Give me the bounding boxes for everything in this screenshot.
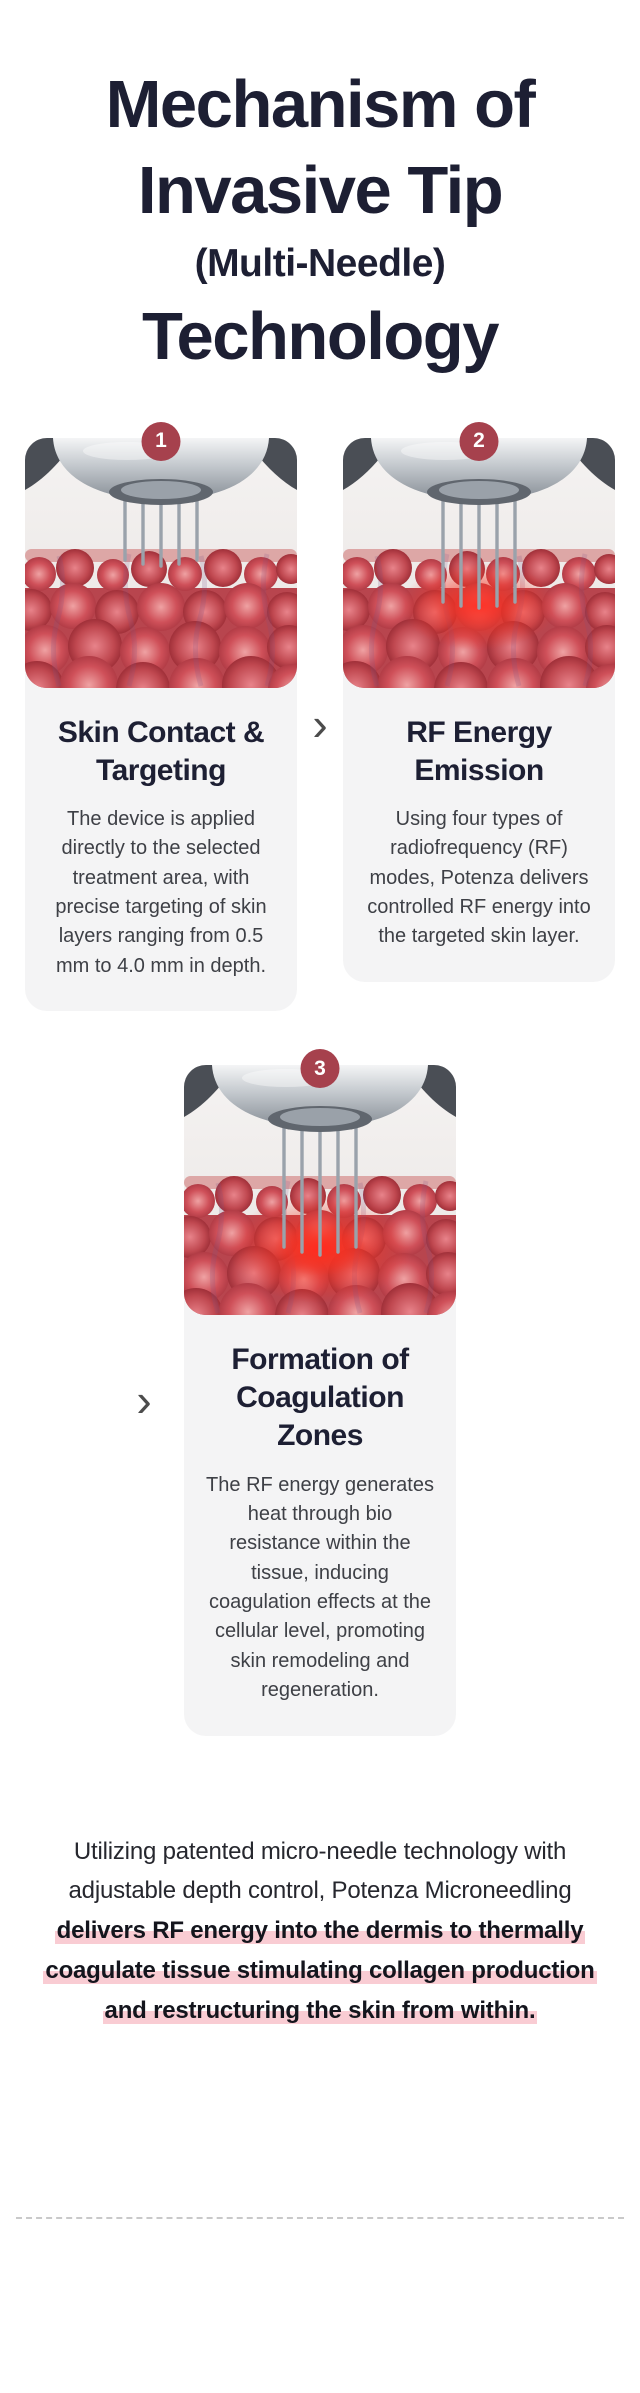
summary-paragraph: Utilizing patented micro-needle technolo… xyxy=(31,1832,609,2031)
step-card-2: 2 xyxy=(343,421,615,982)
title-line-1: Mechanism of xyxy=(105,67,536,142)
rf-energy-emission-illustration xyxy=(343,437,615,688)
step-2-number-badge: 2 xyxy=(459,421,499,461)
step-3-title: Formation of Coagulation Zones xyxy=(231,1343,409,1453)
step-2-illustration xyxy=(343,437,615,688)
title-line-3: (Multi-Needle) xyxy=(194,241,446,285)
title-line-4: Technology xyxy=(142,298,500,374)
coagulation-zones-illustration xyxy=(184,1065,456,1316)
title-line-2: Invasive Tip xyxy=(137,152,504,228)
dashed-section-divider xyxy=(16,2216,624,2219)
step-3-number-badge: 3 xyxy=(300,1049,340,1089)
step-card-3: 3 xyxy=(184,1049,456,1736)
step-3-illustration xyxy=(184,1065,456,1316)
step-2-title: RF Energy Emission xyxy=(406,715,552,787)
section-title: Mechanism of Invasive Tip (Multi-Needle)… xyxy=(0,62,640,380)
skin-contact-illustration xyxy=(25,437,297,688)
chevron-right-icon: › xyxy=(136,1374,152,1427)
step-1-illustration xyxy=(25,437,297,688)
steps-row-2: › 3 xyxy=(0,1049,640,1736)
summary-text-normal: Utilizing patented micro-needle technolo… xyxy=(68,1837,572,1905)
step-1-description: The device is applied directly to the se… xyxy=(55,807,267,977)
chevron-right-icon: › xyxy=(312,698,328,751)
step-1-title: Skin Contact & Targeting xyxy=(57,715,265,787)
steps-row-1: 1 xyxy=(0,421,640,1012)
step-1-number-badge: 1 xyxy=(141,421,181,461)
step-card-1: 1 xyxy=(25,421,297,1012)
step-2-description: Using four types of radiofrequency (RF) … xyxy=(367,807,591,948)
summary-text-highlighted: delivers RF energy into the dermis to th… xyxy=(43,1917,597,2024)
step-3-description: The RF energy generates heat through bio… xyxy=(206,1473,434,1702)
